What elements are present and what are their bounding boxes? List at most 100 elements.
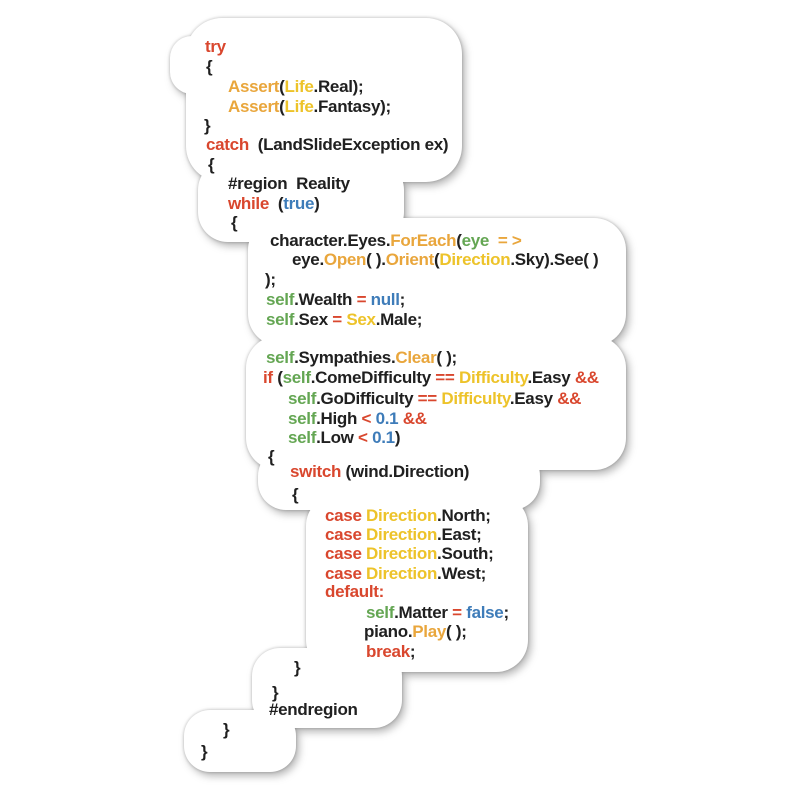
code-token: self	[366, 603, 395, 622]
code-token: }	[223, 720, 230, 739]
code-token: (	[277, 368, 283, 387]
code-token: 0.1	[372, 428, 395, 447]
code-token: ;	[409, 642, 416, 661]
code-token: ==	[435, 368, 459, 387]
code-token: Life	[284, 97, 314, 116]
sticker-shape-segment	[184, 710, 296, 772]
code-token: case	[325, 564, 367, 583]
code-line: Assert(Life.Real);	[228, 77, 364, 97]
sticker-shape-segment	[248, 218, 626, 346]
code-token: piano.	[364, 622, 413, 641]
sticker-shape-segment	[170, 36, 214, 94]
code-token: (	[279, 97, 285, 116]
code-token: .North;	[437, 506, 491, 525]
code-token: null	[370, 290, 400, 309]
code-token: ==	[417, 389, 442, 408]
code-token: (	[269, 194, 284, 213]
code-token: }	[204, 116, 211, 135]
code-token: #endregion	[269, 700, 358, 719]
code-line: case Direction.South;	[325, 544, 494, 564]
code-line: case Direction.West;	[325, 564, 486, 584]
code-line: }	[294, 658, 301, 678]
code-token: )	[394, 428, 401, 447]
sticker-shape-segment	[306, 494, 528, 672]
code-token: }	[272, 683, 279, 702]
code-line: self.High < 0.1 &&	[288, 409, 427, 429]
code-token: }	[201, 742, 208, 761]
code-token: &&	[402, 409, 427, 428]
code-token: Direction	[366, 564, 438, 583]
code-token: );	[265, 270, 276, 289]
code-token: Direction	[366, 506, 438, 525]
code-line: self.Low < 0.1)	[288, 428, 401, 448]
code-line: self.Wealth = null;	[266, 290, 405, 310]
code-token: <	[361, 409, 376, 428]
code-token: eye.	[292, 250, 324, 269]
code-token: <	[358, 428, 373, 447]
code-token: self	[282, 368, 311, 387]
code-token: =	[356, 290, 371, 309]
code-token: Open	[323, 250, 367, 269]
code-line: try	[205, 37, 226, 57]
code-token: Difficulty	[458, 368, 528, 387]
code-token: {	[231, 213, 238, 232]
code-token: .Sky).See( )	[510, 250, 599, 269]
code-token: self	[288, 389, 317, 408]
code-token: &&	[574, 368, 599, 387]
code-token: .Sympathies.	[294, 348, 396, 367]
code-line: }	[272, 683, 279, 703]
code-token: ;	[399, 290, 406, 309]
code-token: {	[208, 155, 215, 174]
code-line: piano.Play( );	[364, 622, 467, 642]
code-token: Clear	[395, 348, 437, 367]
code-token: self	[266, 290, 295, 309]
code-token: ForEach	[390, 231, 457, 250]
code-token: while	[228, 194, 270, 213]
code-line: self.Sympathies.Clear( );	[266, 348, 457, 368]
code-token: Direction	[366, 525, 438, 544]
code-token: (wind.Direction)	[345, 462, 470, 481]
code-token: (	[456, 231, 462, 250]
code-token: ( ).	[366, 250, 386, 269]
code-token: Assert	[228, 97, 280, 116]
code-token: 0.1	[375, 409, 403, 428]
code-token: Direction	[439, 250, 511, 269]
code-token: Orient	[385, 250, 435, 269]
code-line: }	[201, 742, 208, 762]
code-token: (LandSlideException ex)	[248, 135, 449, 154]
code-token: catch	[206, 135, 249, 154]
code-token: Play	[412, 622, 447, 641]
code-token: .Sex	[294, 310, 333, 329]
code-token: .Low	[316, 428, 359, 447]
code-line: catch (LandSlideException ex)	[206, 135, 449, 155]
code-token: case	[325, 506, 367, 525]
code-token: .Wealth	[294, 290, 357, 309]
code-token: Life	[284, 77, 314, 96]
code-token: Difficulty	[441, 389, 510, 408]
code-line: {	[206, 57, 213, 77]
code-line: character.Eyes.ForEach(eye = >	[270, 231, 522, 251]
code-token: case	[325, 525, 367, 544]
code-token: {	[206, 57, 213, 76]
code-token: (	[279, 77, 285, 96]
code-token: Sex	[346, 310, 376, 329]
code-token: =	[452, 603, 467, 622]
code-token: =	[332, 310, 347, 329]
code-token: try	[205, 37, 226, 56]
code-token: if	[263, 368, 278, 387]
code-token: case	[325, 544, 367, 563]
code-token: .Easy	[509, 389, 558, 408]
code-token: .Easy	[527, 368, 575, 387]
code-line: #region Reality	[228, 174, 350, 194]
code-token: ( );	[436, 348, 457, 367]
code-token: self	[288, 409, 317, 428]
code-token: .GoDifficulty	[316, 389, 418, 408]
code-line: {	[208, 155, 215, 175]
code-line: self.GoDifficulty == Difficulty.Easy &&	[288, 389, 581, 409]
code-line: break;	[366, 642, 416, 662]
code-token: false	[466, 603, 504, 622]
code-token: .Real);	[313, 77, 364, 96]
code-line: #endregion	[269, 700, 358, 720]
